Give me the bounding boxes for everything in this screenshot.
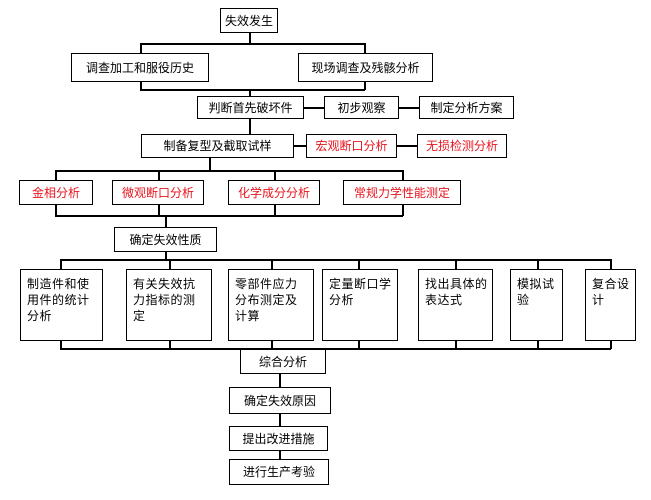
connector bbox=[55, 170, 403, 172]
node-stress-distribution: 零部件应力分布测定及计算 bbox=[228, 269, 314, 341]
connector bbox=[271, 340, 273, 349]
node-failure-cause: 确定失效原因 bbox=[229, 387, 331, 414]
connector bbox=[60, 340, 62, 349]
connector bbox=[60, 259, 62, 269]
connector bbox=[293, 145, 306, 147]
connector bbox=[55, 170, 57, 180]
connector bbox=[396, 145, 417, 147]
node-simulation-test: 模拟试验 bbox=[510, 269, 563, 341]
node-macro-fracture: 宏观断口分析 bbox=[306, 134, 397, 158]
connector bbox=[209, 157, 211, 171]
node-micro-fracture: 微观断口分析 bbox=[112, 180, 204, 205]
connector bbox=[55, 204, 57, 216]
node-comprehensive-analysis: 综合分析 bbox=[240, 349, 326, 374]
connector bbox=[402, 170, 404, 180]
connector bbox=[158, 204, 160, 216]
node-nondestructive-test: 无损检测分析 bbox=[417, 134, 507, 158]
node-metallography: 金相分析 bbox=[19, 180, 93, 205]
connector bbox=[402, 204, 404, 216]
node-improvement: 提出改进措施 bbox=[229, 426, 328, 451]
connector bbox=[169, 259, 171, 269]
connector bbox=[140, 43, 365, 45]
node-quantitative-fracture: 定量断口学分析 bbox=[322, 269, 398, 341]
node-analysis-plan: 制定分析方案 bbox=[419, 96, 514, 119]
connector bbox=[249, 118, 251, 134]
connector bbox=[274, 170, 276, 180]
node-composite-design: 复合设计 bbox=[585, 269, 636, 341]
connector bbox=[271, 259, 273, 269]
node-mechanical-test: 常规力学性能测定 bbox=[343, 180, 461, 205]
connector bbox=[165, 215, 167, 227]
connector bbox=[158, 170, 160, 180]
connector bbox=[169, 340, 171, 349]
connector bbox=[60, 259, 611, 261]
node-identify-first-broken: 判断首先破坏件 bbox=[197, 96, 304, 119]
node-resistance-index: 有关失效抗力指标的测定 bbox=[126, 269, 212, 341]
connector bbox=[274, 204, 276, 216]
connector bbox=[358, 259, 360, 269]
connector bbox=[303, 107, 324, 109]
connector bbox=[455, 259, 457, 269]
connector bbox=[60, 348, 611, 350]
node-stats-parts: 制造件和使用件的统计分析 bbox=[20, 269, 103, 341]
connector bbox=[364, 43, 366, 53]
connector bbox=[537, 340, 539, 349]
connector bbox=[55, 215, 403, 217]
connector bbox=[140, 89, 365, 91]
node-failure-occurs: 失效发生 bbox=[220, 8, 278, 33]
connector bbox=[610, 340, 612, 349]
connector bbox=[364, 81, 366, 90]
node-find-expression: 找出具体的表达式 bbox=[418, 269, 493, 341]
connector bbox=[358, 340, 360, 349]
node-investigate-history: 调查加工和服役历史 bbox=[71, 53, 209, 82]
node-production-test: 进行生产考验 bbox=[229, 459, 329, 485]
connector bbox=[140, 43, 142, 53]
connector bbox=[610, 259, 612, 269]
node-failure-nature: 确定失效性质 bbox=[114, 227, 217, 252]
connector bbox=[165, 251, 167, 260]
node-chemical-analysis: 化学成分分析 bbox=[228, 180, 320, 205]
connector bbox=[537, 259, 539, 269]
connector bbox=[249, 32, 251, 44]
node-initial-observation: 初步观察 bbox=[324, 96, 399, 119]
connector bbox=[279, 373, 281, 387]
connector bbox=[398, 107, 419, 109]
connector bbox=[279, 450, 281, 459]
node-prepare-specimens: 制备复型及截取试样 bbox=[141, 134, 294, 158]
connector bbox=[455, 340, 457, 349]
connector bbox=[249, 89, 251, 96]
connector bbox=[140, 81, 142, 90]
connector bbox=[279, 413, 281, 426]
node-onsite-investigation: 现场调查及残骸分析 bbox=[298, 53, 433, 82]
